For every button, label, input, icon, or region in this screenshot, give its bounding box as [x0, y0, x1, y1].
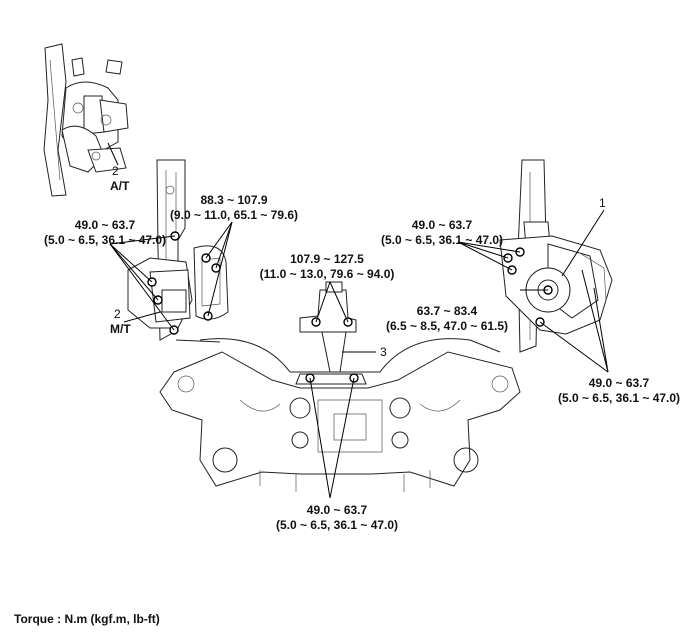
torque-nm: 107.9 ~ 127.5	[290, 252, 364, 266]
roll-stopper-callout-number: 3	[380, 345, 387, 359]
torque-nm: 49.0 ~ 63.7	[74, 218, 136, 232]
torque-kgf-lbft: (5.0 ~ 6.5, 36.1 ~ 47.0)	[43, 233, 167, 247]
at-callout-number: 2	[112, 164, 119, 178]
torque-kgf-lbft: (5.0 ~ 6.5, 36.1 ~ 47.0)	[557, 391, 681, 405]
left-side-member	[127, 159, 193, 341]
mt-mount-bracket	[193, 245, 229, 320]
torque-label-center-mount: 107.9 ~ 127.5 (11.0 ~ 13.0, 79.6 ~ 94.0)	[252, 252, 402, 282]
torque-nm: 63.7 ~ 83.4	[416, 304, 478, 318]
engine-mount-callout-number: 1	[599, 196, 606, 210]
torque-kgf-lbft: (11.0 ~ 13.0, 79.6 ~ 94.0)	[259, 267, 395, 281]
torque-label-at-mount: 88.3 ~ 107.9 (9.0 ~ 11.0, 65.1 ~ 79.6)	[168, 193, 300, 223]
at-transaxle-mount-inset	[43, 43, 129, 197]
torque-kgf-lbft: (5.0 ~ 6.5, 36.1 ~ 47.0)	[275, 518, 399, 532]
torque-kgf-lbft: (5.0 ~ 6.5, 36.1 ~ 47.0)	[380, 233, 504, 247]
roll-stopper-mount	[295, 281, 367, 385]
torque-label-right-lower: 49.0 ~ 63.7 (5.0 ~ 6.5, 36.1 ~ 47.0)	[540, 376, 698, 406]
torque-label-right-center-bolt: 63.7 ~ 83.4 (6.5 ~ 8.5, 47.0 ~ 61.5)	[372, 304, 522, 334]
torque-nm: 49.0 ~ 63.7	[588, 376, 650, 390]
mt-callout-number: 2	[114, 307, 121, 321]
torque-label-mt-mount: 49.0 ~ 63.7 (5.0 ~ 6.5, 36.1 ~ 47.0)	[30, 218, 180, 248]
sub-frame	[159, 338, 521, 492]
torque-nm: 88.3 ~ 107.9	[200, 193, 268, 207]
torque-nm: 49.0 ~ 63.7	[306, 503, 368, 517]
torque-label-bottom-rear: 49.0 ~ 63.7 (5.0 ~ 6.5, 36.1 ~ 47.0)	[262, 503, 412, 533]
torque-label-right-bracket: 49.0 ~ 63.7 (5.0 ~ 6.5, 36.1 ~ 47.0)	[367, 218, 517, 248]
torque-unit-note: Torque : N.m (kgf.m, lb-ft)	[14, 612, 160, 626]
mt-label: M/T	[110, 322, 131, 336]
torque-nm: 49.0 ~ 63.7	[411, 218, 473, 232]
at-label: A/T	[110, 179, 130, 193]
leader-lines	[109, 209, 609, 499]
torque-kgf-lbft: (6.5 ~ 8.5, 47.0 ~ 61.5)	[385, 319, 509, 333]
torque-kgf-lbft: (9.0 ~ 11.0, 65.1 ~ 79.6)	[169, 208, 299, 222]
